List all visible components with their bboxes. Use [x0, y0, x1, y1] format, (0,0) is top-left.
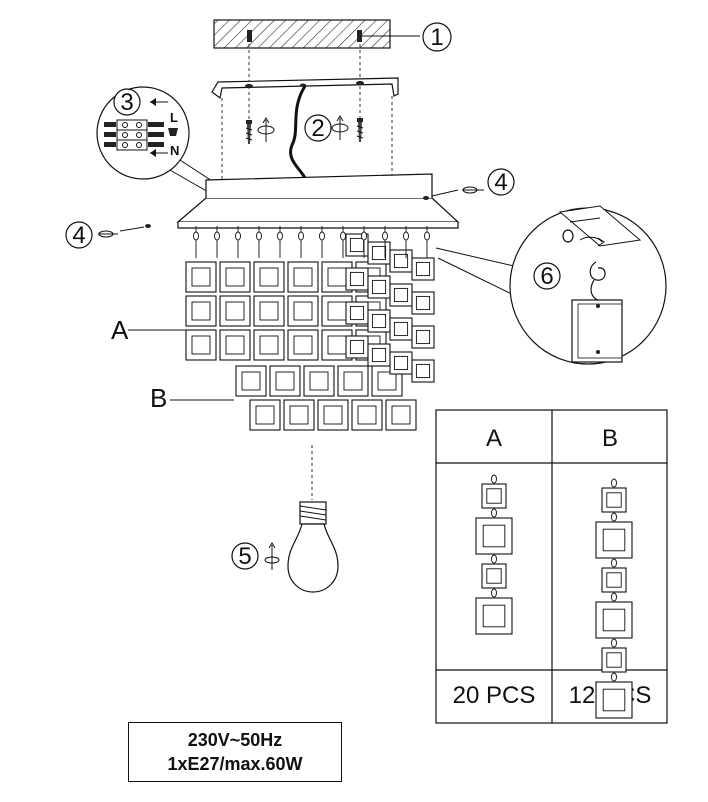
side-screw-left — [119, 224, 151, 232]
rotate-arrow-icon — [98, 230, 118, 238]
hook-detail — [435, 205, 667, 365]
chain-b-illustration — [595, 478, 633, 719]
svg-text:N: N — [170, 143, 179, 158]
callout-5: 5 — [231, 542, 259, 570]
spec-bulb: 1xE27/max.60W — [167, 754, 303, 774]
callout-6: 6 — [533, 262, 561, 290]
table-count-a: 20 PCS — [453, 682, 536, 709]
light-bulb-icon — [287, 501, 339, 593]
chain-a-illustration — [475, 474, 513, 635]
svg-text:2: 2 — [311, 115, 324, 142]
label-a: A — [111, 315, 129, 345]
screw-right — [356, 118, 364, 142]
callout-4-right: 4 — [487, 168, 515, 196]
rotate-arrow-icon — [264, 542, 280, 570]
label-b: B — [150, 383, 167, 413]
spec-voltage: 230V~50Hz — [187, 730, 283, 750]
svg-text:4: 4 — [494, 169, 507, 196]
crystal-pendant-body — [185, 226, 435, 431]
svg-text:L: L — [170, 110, 178, 125]
wall-plug-right — [357, 30, 362, 42]
wall-plug-left — [247, 30, 252, 42]
svg-text:6: 6 — [540, 263, 553, 290]
table-header-b: B — [602, 425, 618, 452]
side-screw-right — [423, 189, 459, 200]
callout-2: 2 — [304, 114, 332, 142]
svg-text:3: 3 — [120, 89, 133, 116]
svg-text:1: 1 — [430, 24, 443, 51]
mounting-bracket — [211, 77, 399, 100]
svg-text:5: 5 — [238, 543, 251, 570]
callout-4-left: 4 — [65, 221, 93, 249]
electrical-specs-box: 230V~50Hz 1xE27/max.60W — [128, 722, 342, 782]
screw-left — [245, 120, 253, 144]
table-header-a: A — [486, 425, 502, 452]
power-cable — [289, 85, 307, 179]
rotate-arrow-icon — [257, 117, 275, 142]
parts-table: A B 20 PCS 12 PCS — [435, 409, 668, 724]
ceiling-hatch — [213, 19, 391, 49]
callout-3: 3 — [113, 88, 141, 116]
callout-1: 1 — [422, 22, 452, 52]
canopy-plate — [176, 173, 460, 229]
svg-text:4: 4 — [72, 222, 85, 249]
earth-symbol-icon — [168, 128, 178, 136]
rotate-arrow-icon — [462, 186, 484, 194]
rotate-arrow-icon — [331, 115, 349, 140]
